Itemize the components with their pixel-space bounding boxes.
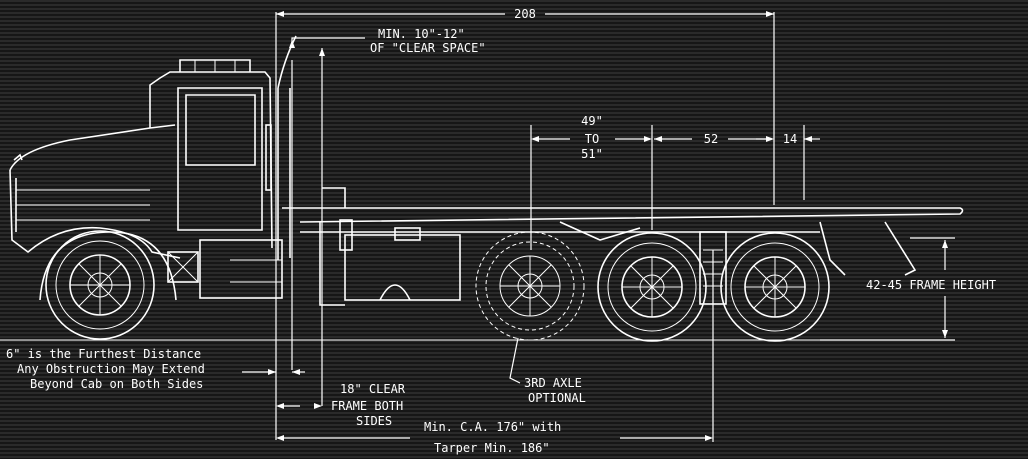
axle-spread-line2: TO — [585, 132, 599, 146]
wheel-drive-1 — [597, 232, 707, 342]
ca-dimension — [276, 250, 714, 442]
frame-height-label: 42-45 FRAME HEIGHT — [866, 278, 996, 292]
wheel-drive-2 — [720, 232, 830, 342]
suspension — [559, 221, 917, 305]
ca-line1: Min. C.A. 176" with — [424, 420, 561, 434]
clear-frame-line3: SIDES — [356, 414, 392, 428]
overall-dim-label: 208 — [514, 7, 536, 21]
clear-frame-leader — [276, 200, 323, 409]
obstruction-leader — [242, 60, 305, 375]
frame-rails — [282, 187, 964, 306]
axle-note-leader — [509, 337, 521, 384]
wheel-optional-third-axle — [475, 231, 585, 341]
rear-overhang-label: 14 — [783, 132, 797, 146]
obstruction-line2: Any Obstruction May Extend — [17, 362, 205, 376]
clear-space-leader — [289, 37, 365, 200]
clear-space-line1: MIN. 10"-12" — [378, 27, 465, 41]
overall-dimension — [275, 11, 775, 440]
axle-spread-line3: 51" — [581, 147, 603, 161]
wheel-front — [45, 230, 155, 340]
clear-space-line2: OF "CLEAR SPACE" — [370, 41, 486, 55]
clear-frame-line2: FRAME BOTH — [331, 399, 403, 413]
obstruction-line1: 6" is the Furthest Distance — [6, 347, 201, 361]
obstruction-line3: Beyond Cab on Both Sides — [30, 377, 203, 391]
axle-note-line1: 3RD AXLE — [524, 376, 582, 390]
axle-dimensions — [530, 125, 820, 250]
axle-note-line2: OPTIONAL — [528, 391, 586, 405]
axle-spread-line1: 49" — [581, 114, 603, 128]
center-spacing-label: 52 — [704, 132, 718, 146]
ca-line2: Tarper Min. 186" — [434, 441, 550, 455]
clear-frame-line1: 18" CLEAR — [340, 382, 406, 396]
truck-cab — [9, 35, 297, 301]
